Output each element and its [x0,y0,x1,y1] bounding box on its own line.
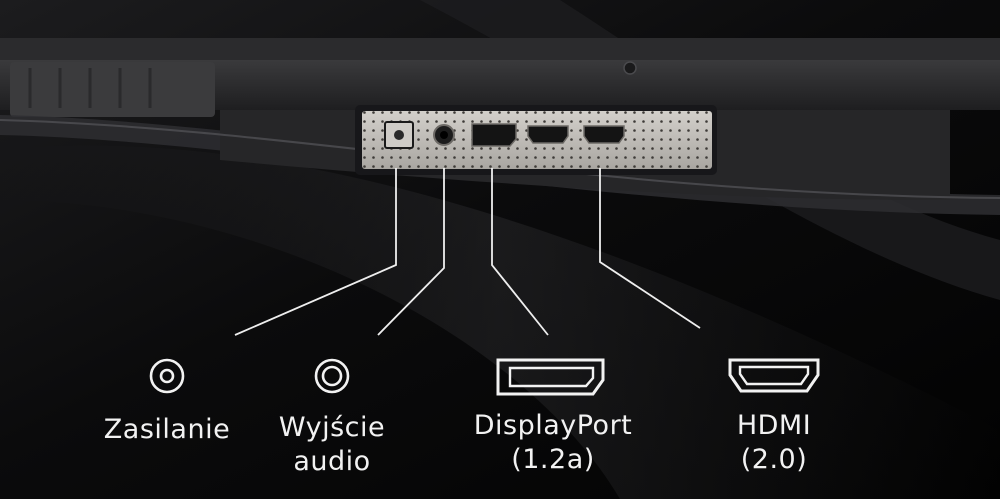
hdmi-port-2 [583,125,625,144]
power-label: Zasilanie [87,413,247,447]
displayport-label-line-2: (1.2a) [511,444,595,475]
audio-jack-icon [314,358,350,394]
callout-lines [234,168,701,336]
hdmi-connector-icon [728,358,820,393]
power-port-pin [394,130,404,140]
callout-line-power [234,168,397,336]
hdmi-label: HDMI (2.0) [704,409,844,477]
displayport-port [471,123,517,147]
audio-label-line-1: Wyjście [278,412,386,443]
displayport-connector-icon [496,358,605,396]
power-label-line-1: Zasilanie [103,414,231,445]
audio-output-label: Wyjście audio [257,411,407,479]
displayport-label-line-1: DisplayPort [473,410,633,441]
callout-line-hdmi [599,168,701,329]
power-jack-icon [149,358,185,394]
monitor-bottom-shell [0,60,1000,110]
callout-line-audio [377,168,445,336]
hdmi-port-1 [527,125,569,144]
monitor-vent-slots [28,68,152,108]
monitor-screw [623,61,637,75]
callout-line-displayport [491,168,549,336]
displayport-label: DisplayPort (1.2a) [458,409,648,477]
background-sweep [0,145,1000,499]
hdmi-label-line-2: (2.0) [740,444,808,475]
audio-port-hole [440,131,448,139]
hdmi-label-line-1: HDMI [736,410,812,441]
monitor-vent-block [10,62,215,117]
audio-label-line-2: audio [293,446,371,477]
